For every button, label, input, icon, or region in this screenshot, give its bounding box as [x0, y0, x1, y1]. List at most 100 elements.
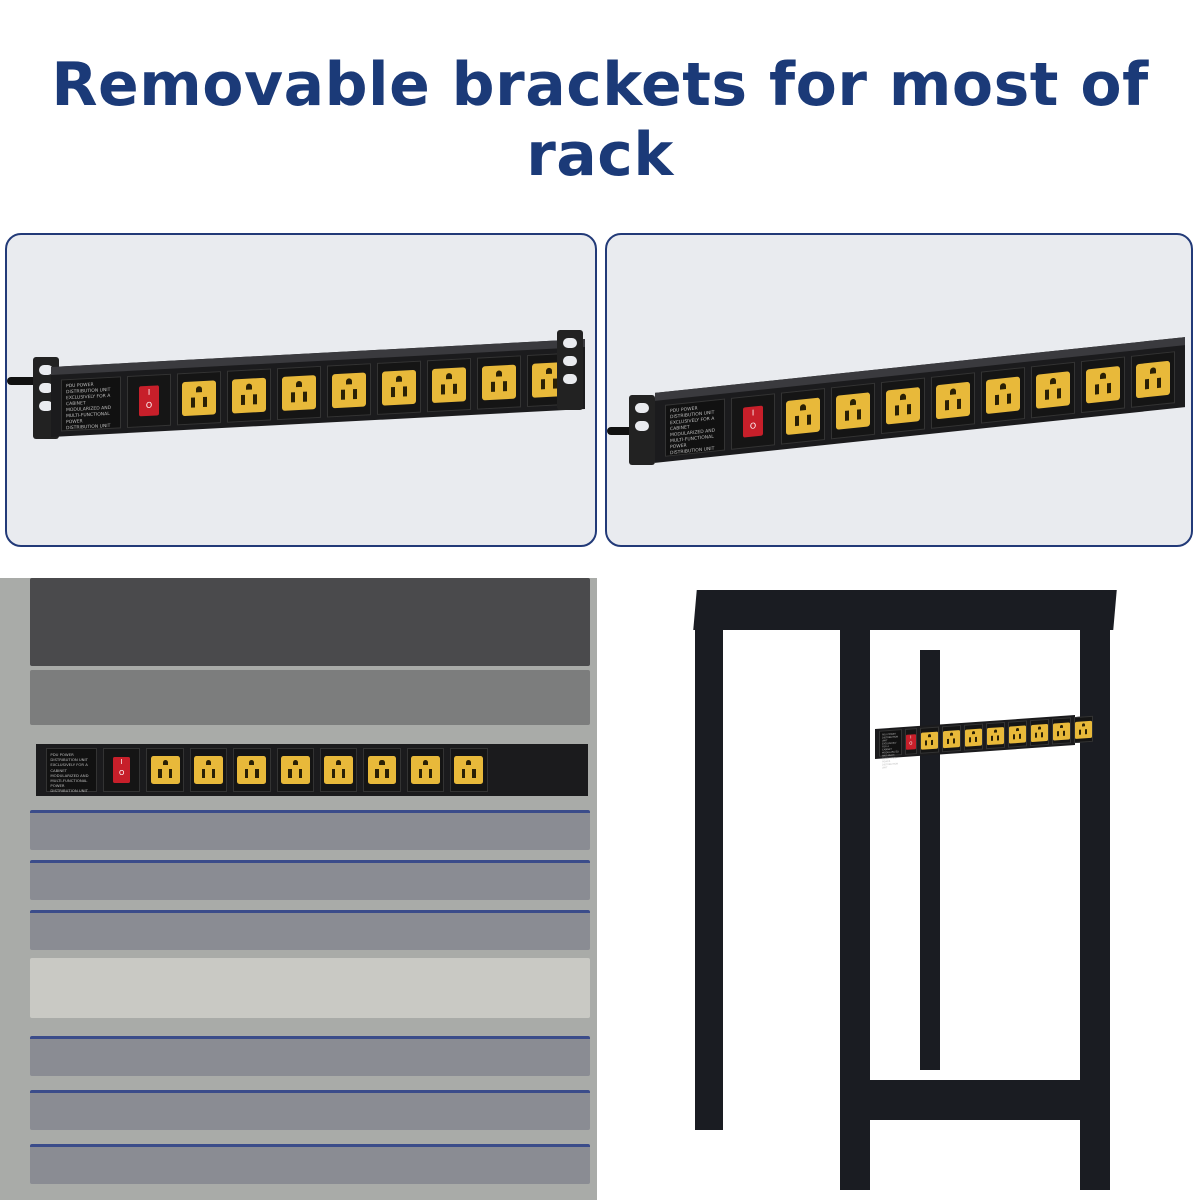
outlet — [981, 366, 1025, 424]
switch-off-mark: O — [119, 769, 125, 778]
rack-space — [30, 958, 590, 1018]
outlet-socket-icon — [936, 381, 970, 420]
rack-post — [695, 610, 723, 1130]
outlet — [931, 372, 975, 429]
outlet-socket-icon — [232, 377, 266, 414]
switch-on-mark: I — [751, 408, 755, 418]
server-unit — [30, 1036, 590, 1076]
outlet — [985, 721, 1005, 750]
pdu-strip-mini: PDU POWER DISTRIBUTION UNIT EXCLUSIVELY … — [875, 715, 1093, 770]
outlet-socket-icon — [836, 392, 870, 430]
outlet — [881, 377, 925, 435]
power-cord — [7, 377, 52, 385]
outlet-socket-icon — [382, 369, 416, 406]
outlet — [1131, 351, 1175, 408]
outlet-socket-icon — [282, 375, 316, 411]
outlet — [919, 726, 939, 754]
pdu-strip: PDU POWER DISTRIBUTION UNIT EXCLUSIVELY … — [36, 744, 588, 796]
server-unit — [30, 670, 590, 725]
rack-post — [920, 650, 940, 1070]
outlet — [1051, 717, 1071, 745]
outlet-socket-icon — [482, 364, 516, 401]
outlet — [233, 747, 271, 793]
outlet-socket-icon — [942, 729, 960, 748]
power-cord — [607, 427, 637, 435]
pdu-angled-view-panel: PDU POWER DISTRIBUTION UNIT EXCLUSIVELY … — [605, 233, 1193, 547]
server-unit — [30, 578, 590, 666]
switch-on-mark: I — [910, 733, 912, 740]
outlet-socket-icon — [786, 397, 820, 436]
left-bracket — [629, 395, 655, 465]
outlet-socket-icon — [1036, 371, 1070, 409]
right-bracket — [557, 330, 583, 410]
outlet-socket-icon — [920, 731, 938, 750]
outlet — [1029, 718, 1049, 747]
outlet-socket-icon — [182, 380, 216, 417]
outlet-socket-icon — [332, 372, 366, 409]
outlet — [1007, 720, 1027, 748]
outlet — [377, 360, 421, 415]
open-frame-rack-photo: PDU POWER DISTRIBUTION UNIT EXCLUSIVELY … — [690, 590, 1120, 1190]
outlet-socket-icon — [986, 376, 1020, 415]
outlet — [1073, 715, 1093, 744]
outlet — [189, 747, 228, 793]
outlet — [276, 747, 314, 793]
switch-off-mark: O — [909, 740, 913, 746]
switch-off-mark: O — [145, 400, 153, 411]
outlet — [477, 355, 521, 410]
server-unit — [30, 1144, 590, 1184]
switch-on-mark: I — [120, 758, 123, 767]
outlet — [363, 747, 401, 793]
outlet — [319, 747, 358, 793]
outlet-socket-icon — [237, 755, 267, 785]
pdu-strip: PDU POWER DISTRIBUTION UNIT EXCLUSIVELY … — [51, 339, 585, 437]
outlet — [781, 387, 825, 445]
switch-on-mark: I — [147, 387, 151, 397]
outlet-socket-icon — [432, 367, 466, 404]
outlet — [177, 371, 221, 426]
server-unit — [30, 1090, 590, 1130]
outlet — [146, 747, 184, 793]
outlet-socket-icon — [886, 387, 920, 425]
outlet — [227, 368, 271, 423]
outlet — [427, 357, 471, 413]
outlet-socket-icon — [367, 755, 397, 785]
outlet-socket-icon — [1030, 723, 1048, 742]
outlet-socket-icon — [194, 755, 223, 785]
outlet-socket-icon — [1008, 724, 1026, 744]
outlet — [277, 365, 321, 421]
outlet — [327, 363, 371, 418]
switch-off-mark: O — [749, 421, 757, 431]
server-unit — [30, 810, 590, 850]
outlet-socket-icon — [324, 755, 354, 785]
pdu-label: PDU POWER DISTRIBUTION UNIT EXCLUSIVELY … — [665, 398, 725, 457]
server-unit — [30, 910, 590, 950]
pdu-strip: PDU POWER DISTRIBUTION UNIT EXCLUSIVELY … — [655, 337, 1185, 463]
outlet-socket-icon — [986, 726, 1004, 745]
outlet-socket-icon — [964, 728, 982, 747]
rack-base — [840, 1080, 1110, 1120]
outlet-socket-icon — [1136, 360, 1170, 399]
pdu-front-view-panel: PDU POWER DISTRIBUTION UNIT EXCLUSIVELY … — [5, 233, 597, 547]
rack-installation-photo: PDU POWER DISTRIBUTION UNIT EXCLUSIVELY … — [0, 578, 597, 1200]
pdu-label: PDU POWER DISTRIBUTION UNIT EXCLUSIVELY … — [61, 376, 121, 432]
page-title: Removable brackets for most of rack — [51, 50, 1149, 190]
outlet-socket-icon — [1074, 720, 1092, 739]
outlet — [831, 382, 875, 440]
outlet — [1031, 361, 1075, 419]
outlet-socket-icon — [1052, 721, 1070, 741]
outlet — [941, 724, 961, 753]
rack-top — [693, 590, 1117, 630]
outlet-socket-icon — [410, 755, 440, 785]
outlet-socket-icon — [150, 755, 180, 785]
pdu-label: PDU POWER DISTRIBUTION UNIT EXCLUSIVELY … — [46, 747, 97, 793]
outlet-socket-icon — [280, 755, 310, 785]
